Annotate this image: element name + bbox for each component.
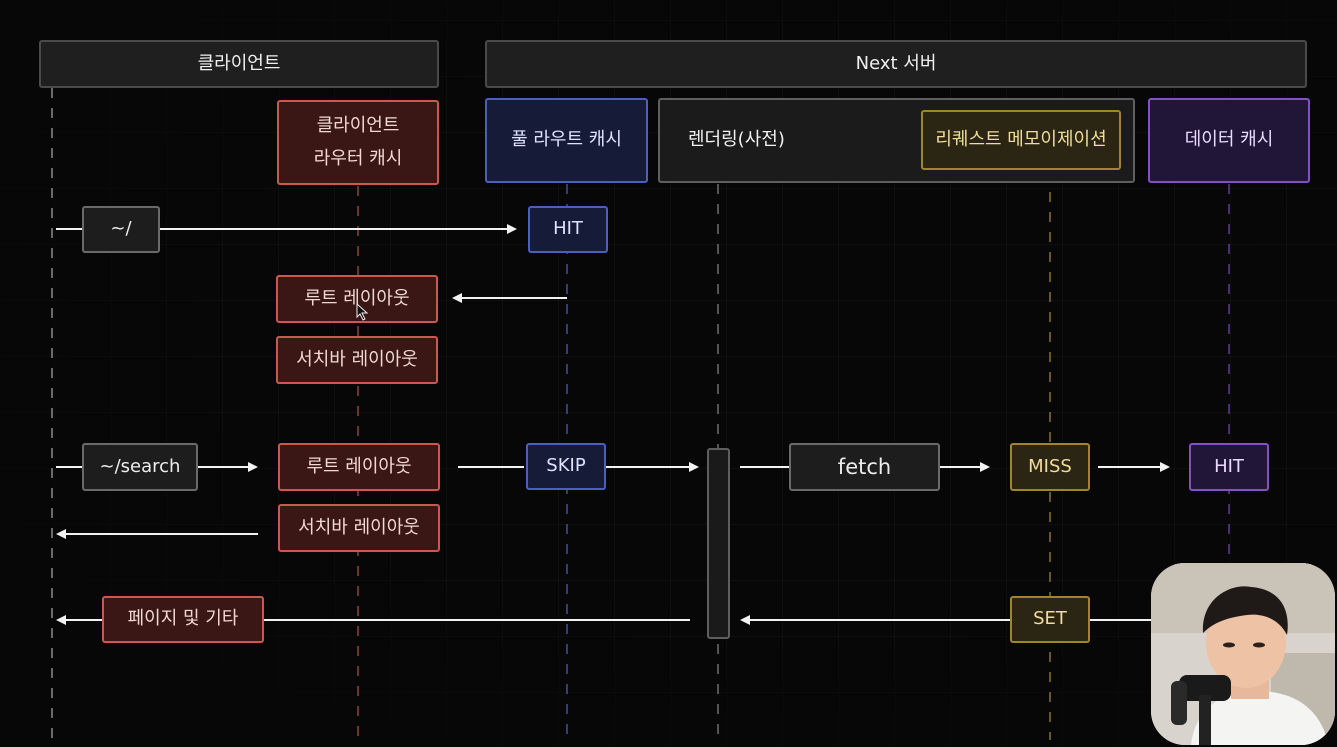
header-client: 클라이언트 <box>39 40 439 88</box>
router-cache-line-1: 클라이언트 <box>316 115 400 136</box>
searchbar-layout-cached: 서치바 레이아웃 <box>276 336 438 384</box>
fetch-call: fetch <box>789 443 940 491</box>
data-cache-hit: HIT <box>1189 443 1269 491</box>
page-and-etc: 페이지 및 기타 <box>102 596 264 643</box>
webcam-overlay <box>1151 563 1335 745</box>
mouse-cursor-icon <box>356 303 369 321</box>
header-next-server: Next 서버 <box>485 40 1307 88</box>
lane-router-cache: 클라이언트 라우터 캐시 <box>277 100 439 185</box>
lane-request-memoization: 리퀘스트 메모이제이션 <box>921 110 1121 170</box>
root-layout-request: 루트 레이아웃 <box>278 443 440 491</box>
request-path-root: ~/ <box>82 206 160 253</box>
lane-full-route-cache: 풀 라우트 캐시 <box>485 98 648 183</box>
router-cache-line-2: 라우터 캐시 <box>313 147 403 169</box>
presenter-video-image <box>1151 563 1335 745</box>
lane-data-cache: 데이터 캐시 <box>1148 98 1310 183</box>
request-path-search: ~/search <box>82 443 198 491</box>
memoization-set: SET <box>1010 596 1090 643</box>
rendering-label: 렌더링(사전) <box>688 129 785 151</box>
searchbar-layout-response: 서치바 레이아웃 <box>278 504 440 552</box>
rendering-activation-bar <box>707 448 730 639</box>
memoization-miss: MISS <box>1010 443 1090 491</box>
full-route-hit: HIT <box>528 206 608 253</box>
full-route-skip: SKIP <box>526 443 606 490</box>
